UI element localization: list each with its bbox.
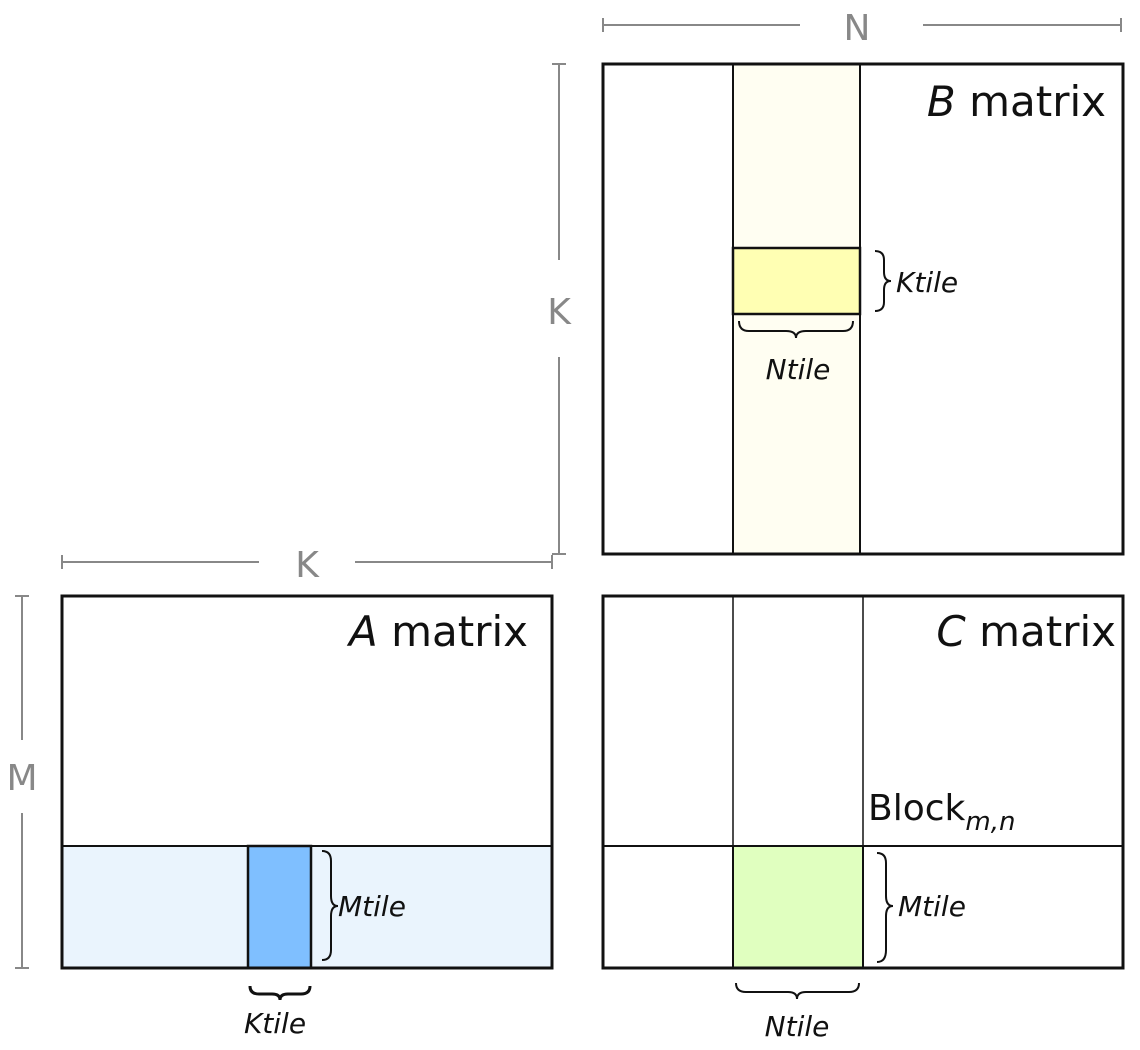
k-dimension-horizontal-label: K xyxy=(295,545,320,586)
m-dimension-label: M xyxy=(6,758,37,799)
a-tile xyxy=(246,844,313,970)
b-ktile-brace xyxy=(874,250,892,312)
a-mtile-label: Mtile xyxy=(338,890,406,923)
a-mtile-brace xyxy=(321,850,339,961)
b-matrix-title: B matrix xyxy=(927,77,1106,126)
m-dimension: M xyxy=(6,595,38,969)
k-dimension-vertical-label: K xyxy=(547,292,572,333)
c-matrix-title: C matrix xyxy=(936,607,1116,656)
b-ntile-brace xyxy=(738,320,854,339)
b-matrix: B matrix Ktile Ntile xyxy=(601,62,1125,556)
a-matrix-border xyxy=(60,594,554,970)
a-ktile-brace xyxy=(248,985,312,1001)
c-ntile-brace xyxy=(735,982,860,1000)
c-mtile-brace xyxy=(876,852,894,963)
b-ktile-label: Ktile xyxy=(896,266,958,299)
b-ntile-label: Ntile xyxy=(766,353,831,386)
c-matrix-border xyxy=(601,594,1125,970)
a-ktile-label: Ktile xyxy=(244,1007,306,1040)
k-dimension-vertical: K xyxy=(547,63,572,555)
c-ntile-label: Ntile xyxy=(765,1010,830,1043)
b-matrix-border xyxy=(601,62,1125,556)
c-matrix: C matrix Blockm,n Mtile Ntile xyxy=(601,594,1125,1043)
n-dimension: N xyxy=(602,8,1122,49)
b-tile xyxy=(731,246,862,316)
c-block-label: Blockm,n xyxy=(868,788,1015,837)
c-mtile-label: Mtile xyxy=(898,890,966,923)
c-tile xyxy=(732,845,864,969)
a-matrix: A matrix Mtile Ktile xyxy=(60,594,554,1040)
a-matrix-title: A matrix xyxy=(346,607,528,656)
k-dimension-horizontal: K xyxy=(61,545,553,586)
n-dimension-label: N xyxy=(844,8,871,49)
